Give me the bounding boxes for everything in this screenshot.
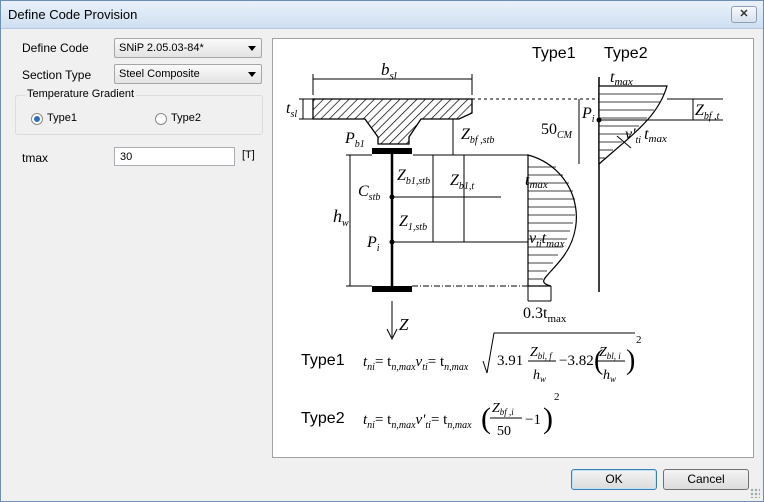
formula1-name: Type1 xyxy=(301,352,345,369)
formula1-exponent: 2 xyxy=(636,334,642,346)
section-type-value: Steel Composite xyxy=(119,68,200,80)
temperature-gradient-diagram: Type1 Type2 bsl tsl Pb1 Z xyxy=(286,45,723,439)
temperature-gradient-legend: Temperature Gradient xyxy=(25,88,136,100)
radio-type2-label: Type2 xyxy=(171,112,201,124)
formula2-minus-one: −1 xyxy=(525,412,541,428)
formula1-lhs: tni= tn,maxνti= tn,max xyxy=(363,354,469,373)
formula1-minus: −3.82 xyxy=(559,353,594,369)
tsl-label: tsl xyxy=(286,100,297,120)
arrow-down-icon xyxy=(386,328,398,341)
tmax-value: 30 xyxy=(120,151,133,163)
type1-tmax-label: tmax xyxy=(525,172,548,191)
formula1-num1: Zbl, f xyxy=(530,345,553,361)
vprime-leader xyxy=(616,135,632,149)
type2-profile xyxy=(598,85,668,166)
formula1-coef1: 3.91 xyxy=(497,353,523,369)
formula1-num2: Zbl, i xyxy=(599,345,621,361)
pb1-label: Pb1 xyxy=(344,130,365,150)
cstb-label: Cstb xyxy=(358,183,380,203)
title-bar: Define Code Provision ✕ xyxy=(1,1,763,29)
tmax-unit: [T] xyxy=(242,149,255,161)
type1-profile xyxy=(527,154,577,287)
formula2-exponent: 2 xyxy=(554,391,560,403)
radio-selected-icon xyxy=(31,113,43,125)
type2-heading: Type2 xyxy=(604,45,648,62)
chevron-down-icon xyxy=(248,72,256,77)
zbf-t-label: Zbf ,t xyxy=(695,102,720,122)
top-flange xyxy=(372,148,412,154)
type2-hatching xyxy=(599,93,664,159)
tmax-label: tmax xyxy=(22,151,49,165)
tmax-input[interactable]: 30 xyxy=(114,147,235,166)
formula2-paren-open: ( xyxy=(481,402,491,435)
bsl-label: bsl xyxy=(381,60,397,82)
z1-stb-label: Z1,stb xyxy=(399,213,427,233)
formula1-den2: hw xyxy=(603,368,616,384)
window-title: Define Code Provision xyxy=(8,7,138,22)
formula1-den1: hw xyxy=(533,368,546,384)
type1-hatching xyxy=(528,166,576,280)
formula2-den: 50 xyxy=(497,424,511,439)
bottom-03-label: 0.3tmax xyxy=(523,305,567,325)
radio-type1-label: Type1 xyxy=(47,112,77,124)
vti-tmax-label: νtitmax xyxy=(529,230,565,250)
define-code-label: Define Code xyxy=(22,41,89,55)
formula2-paren-close: ) xyxy=(543,402,553,435)
resize-grip-icon[interactable] xyxy=(750,488,760,498)
type1-heading: Type1 xyxy=(532,45,576,62)
define-code-select[interactable]: SNiP 2.05.03-84* xyxy=(114,38,262,58)
zb1-stb-label: Zb1,stb xyxy=(397,167,430,187)
sqrt-icon xyxy=(482,332,635,374)
formula1-paren-close: ) xyxy=(626,345,635,376)
ok-button[interactable]: OK xyxy=(571,469,657,490)
zb1-t-label: Zb1,t xyxy=(450,172,474,192)
z-axis-label: Z xyxy=(399,315,409,334)
pi-label: Pi xyxy=(366,234,380,254)
section-type-label: Section Type xyxy=(22,68,92,82)
hw-label: hw xyxy=(333,206,349,229)
type2-pi-label: Pi xyxy=(581,105,595,125)
zbf-stb-label: Zbf ,stb xyxy=(461,126,494,146)
pi-point xyxy=(389,239,395,245)
fifty-cm-label: 50CM xyxy=(541,121,573,141)
close-button[interactable]: ✕ xyxy=(731,6,757,23)
bottom-flange xyxy=(372,286,412,292)
type2-tmax-label: tmax xyxy=(610,69,633,88)
define-code-value: SNiP 2.05.03-84* xyxy=(119,42,204,54)
formula2-lhs: tni= tn,maxν'ti= tn,max xyxy=(363,412,472,431)
chevron-down-icon xyxy=(248,46,256,51)
concrete-slab xyxy=(312,98,473,145)
cancel-button[interactable]: Cancel xyxy=(663,469,749,490)
section-type-select[interactable]: Steel Composite xyxy=(114,64,262,84)
temperature-gradient-group: Temperature Gradient Type1 Type2 xyxy=(15,88,263,135)
formula2-num: Zbf ,i xyxy=(492,401,514,417)
radio-unselected-icon xyxy=(155,113,167,125)
code-provision-figure: Type1 Type2 bsl tsl Pb1 Z xyxy=(272,38,754,458)
formula2-name: Type2 xyxy=(301,410,345,427)
